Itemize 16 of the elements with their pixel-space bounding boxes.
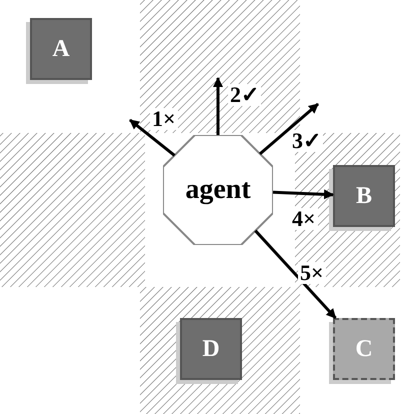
agent-octagon (163, 135, 273, 245)
node-label: D (202, 336, 220, 362)
arrow (272, 189, 334, 200)
edge-label: 5× (298, 262, 326, 284)
node-label: agent (185, 174, 251, 206)
arrow (213, 77, 223, 135)
arrow (129, 118, 176, 157)
edge-label: 2✓ (228, 84, 261, 106)
node-label: A (52, 36, 70, 62)
edge-label: 3✓ (290, 130, 323, 152)
node-label: B (356, 182, 372, 210)
arrow (254, 230, 337, 320)
edge-label: 4× (290, 208, 318, 230)
node-label: C (355, 336, 373, 362)
arrow (259, 102, 319, 156)
edge-label: 1× (150, 108, 178, 130)
